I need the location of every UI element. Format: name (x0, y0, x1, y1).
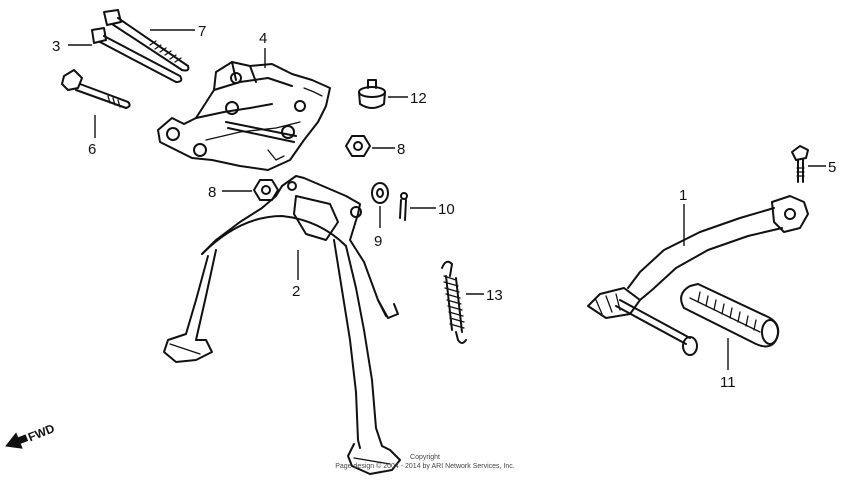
callout-2[interactable]: 2 (292, 283, 300, 300)
callout-1[interactable]: 1 (679, 187, 687, 204)
callout-10[interactable]: 10 (438, 201, 455, 218)
callout-4[interactable]: 4 (259, 30, 267, 47)
part-9-washer[interactable] (371, 182, 389, 204)
callout-8-lower[interactable]: 8 (208, 184, 216, 201)
fwd-label: FWD (26, 421, 57, 444)
callout-13[interactable]: 13 (486, 287, 503, 304)
part-13-spring[interactable] (441, 260, 467, 344)
part-12-rubber-stopper[interactable] (358, 79, 386, 109)
forward-direction-indicator: FWD (5, 421, 57, 449)
callout-11[interactable]: 11 (720, 374, 736, 391)
part-6-bolt[interactable] (61, 69, 131, 109)
part-5-small-bolt[interactable] (791, 145, 809, 183)
part-11-rubber-grip[interactable] (680, 283, 780, 348)
copyright-line-1: Copyright (410, 454, 440, 461)
callout-12[interactable]: 12 (410, 90, 427, 107)
callout-3[interactable]: 3 (52, 38, 60, 55)
part-10-cotter-pin[interactable] (399, 192, 408, 221)
callout-6[interactable]: 6 (88, 141, 96, 158)
callout-8-upper[interactable]: 8 (397, 141, 405, 158)
part-4-bracket[interactable] (157, 61, 331, 171)
callout-7[interactable]: 7 (198, 23, 206, 40)
part-8-nut-upper[interactable] (345, 135, 371, 157)
part-2-main-stand[interactable] (163, 175, 401, 475)
part-8-nut-lower[interactable] (253, 179, 279, 201)
part-3-long-bolt[interactable] (91, 27, 183, 83)
forward-arrow-icon (5, 432, 29, 449)
part-1-arm[interactable] (587, 195, 809, 356)
part-7-long-bolt[interactable] (103, 9, 190, 72)
callout-9[interactable]: 9 (374, 233, 382, 250)
copyright-line-2: Page design © 2004 - 2014 by ARI Network… (335, 462, 515, 470)
callout-5[interactable]: 5 (828, 159, 836, 176)
